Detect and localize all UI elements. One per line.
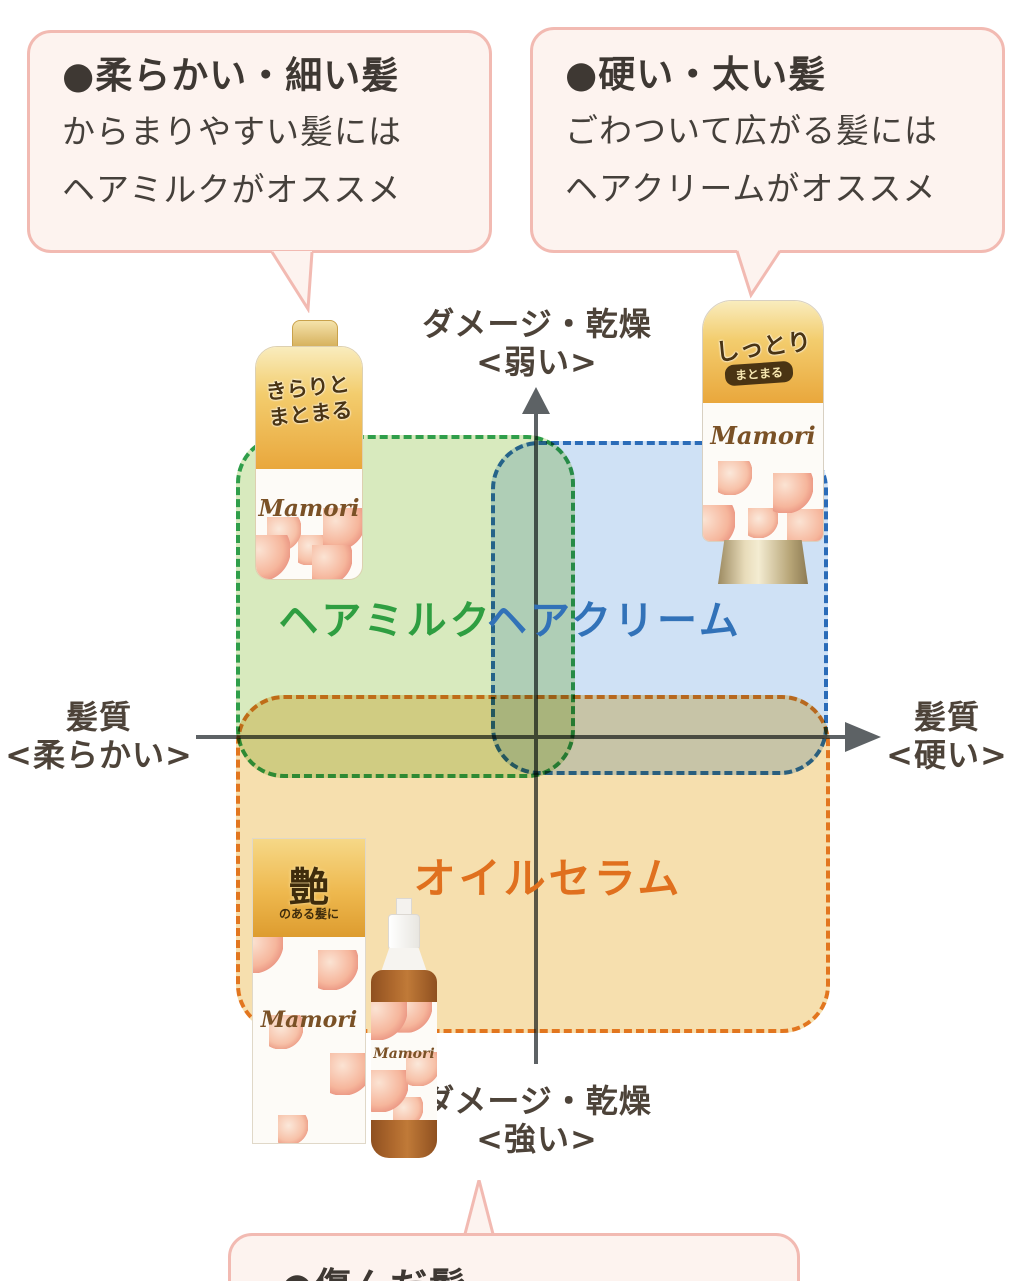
box-white-panel: Mamori [253, 937, 365, 1143]
bottle-body: きらりと まとまる Mamori [255, 346, 363, 580]
bottle-badge-text: きらりと まとまる [256, 370, 362, 433]
brand-logo: Mamori [710, 421, 816, 450]
bottle-gold-label: きらりと まとまる [256, 347, 362, 469]
oil-serum-region-label: オイルセラム [413, 854, 683, 903]
bubble-line: からまりやすい髪には [62, 112, 402, 151]
speech-bubble-damaged-hair: ●傷んだ髪 [228, 1233, 800, 1281]
spray-glass-body: Mamori [371, 970, 437, 1158]
bubble-heading: ●傷んだ髪 [281, 1258, 787, 1281]
axis-arrow-right-icon [845, 722, 881, 752]
box-badge-character: 艶 [289, 864, 329, 911]
oil-serum-spray-image: Mamori [370, 898, 438, 1160]
bubble-line: ごわついて広がる髪には [565, 111, 939, 150]
axis-label-hair-hard: 髪質 <硬い> [872, 698, 1022, 774]
axis-label-line: <柔らかい> [5, 736, 193, 774]
speech-bubble-tail [735, 250, 782, 299]
bubble-heading: ●硬い・太い髪 [565, 52, 827, 96]
brand-logo: Mamori [260, 1007, 358, 1033]
speech-bubble-tail [463, 1180, 495, 1235]
box-body: Mamori 艶 のある髪に [252, 838, 366, 1144]
spray-pump [388, 914, 420, 950]
hair-cream-region-label: ヘアクリーム [487, 598, 742, 644]
axis-label-damage-strong: ダメージ・乾燥 <強い> [387, 1082, 687, 1158]
axis-label-line: <硬い> [886, 736, 1008, 774]
brand-logo: Mamori [373, 1046, 435, 1062]
axis-label-line: <強い> [476, 1120, 598, 1158]
spray-label: Mamori [371, 1002, 437, 1120]
tube-body: しっとり まとまる Mamori [702, 300, 824, 542]
tube-gold-label: しっとり まとまる [703, 301, 823, 403]
tube-cap [718, 540, 808, 584]
speech-bubble-hard-hair: ●硬い・太い髪 ごわついて広がる髪には ヘアクリームがオススメ [530, 27, 1005, 253]
bottle-white-label: Mamori [256, 469, 362, 579]
axis-label-line: <弱い> [476, 343, 598, 381]
hair-cream-tube-image: しっとり まとまる Mamori [702, 300, 824, 585]
axis-label-damage-weak: ダメージ・乾燥 <弱い> [387, 305, 687, 381]
oil-serum-box-image: Mamori 艶 のある髪に [252, 838, 366, 1144]
tube-badge-subtext: まとまる [724, 360, 794, 387]
axis-label-line: 髪質 [913, 698, 980, 736]
spray-collar [381, 948, 427, 972]
speech-bubble-tail [270, 251, 314, 313]
hair-milk-region-label: ヘアミルク [278, 598, 493, 644]
bubble-line: ヘアミルクがオススメ [62, 170, 402, 209]
axis-label-hair-soft: 髪質 <柔らかい> [0, 698, 198, 774]
box-gold-panel: 艶 のある髪に [253, 839, 365, 937]
brand-logo: Mamori [258, 495, 360, 522]
axis-label-line: ダメージ・乾燥 [422, 305, 652, 343]
hair-milk-bottle-image: きらりと まとまる Mamori [255, 320, 365, 582]
box-badge-subtext: のある髪に [278, 907, 339, 921]
bottle-cap [292, 320, 338, 350]
tube-white-label: Mamori [703, 403, 823, 541]
bubble-heading: ●柔らかい・細い髪 [62, 53, 400, 97]
axis-label-line: 髪質 [65, 698, 132, 736]
bubble-line: ヘアクリームがオススメ [565, 169, 937, 208]
axis-label-line: ダメージ・乾燥 [422, 1082, 652, 1120]
speech-bubble-soft-hair: ●柔らかい・細い髪 からまりやすい髪には ヘアミルクがオススメ [27, 30, 492, 253]
axis-arrow-up-icon [522, 387, 550, 414]
